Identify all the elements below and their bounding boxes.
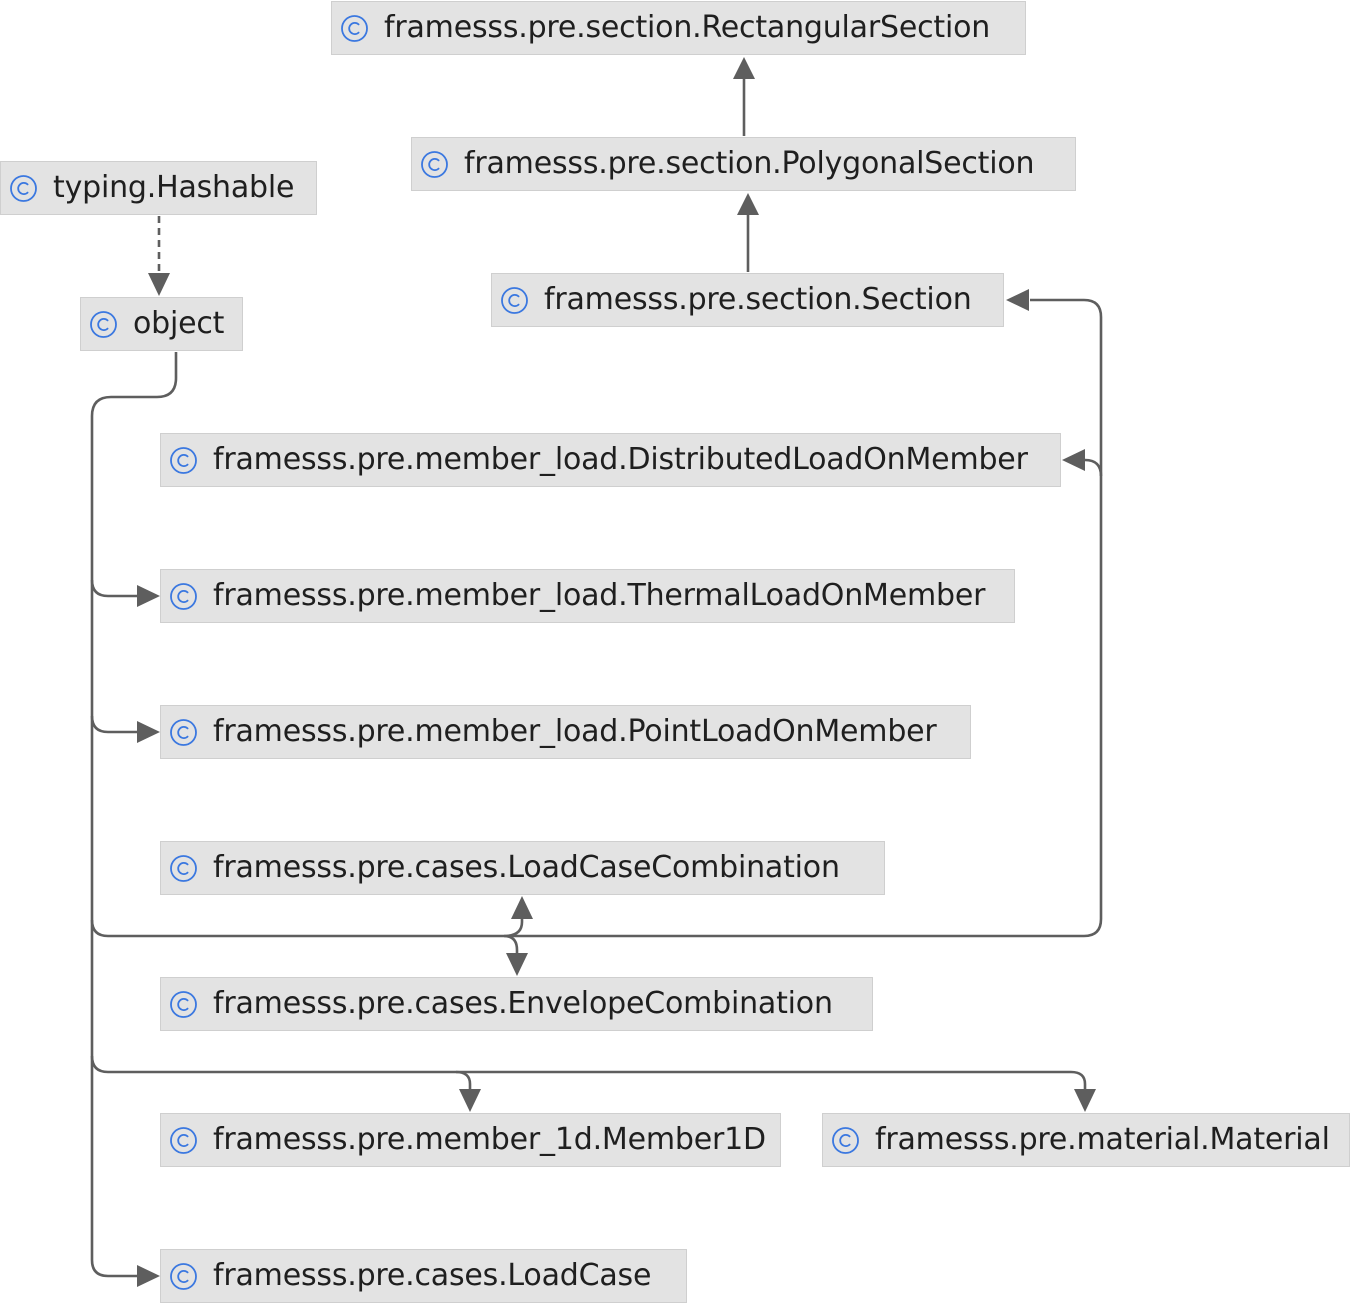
class-node-loadcasecombination[interactable]: framesss.pre.cases.LoadCaseCombination [160, 841, 885, 895]
arrowhead-distributed [1062, 449, 1085, 471]
arrowhead-polygonal [737, 193, 759, 215]
class-node-member1d[interactable]: framesss.pre.member_1d.Member1D [160, 1113, 781, 1167]
class-node-material[interactable]: framesss.pre.material.Material [822, 1113, 1350, 1167]
class-label: object [133, 306, 225, 341]
edge-envelope-to-loadcasecombination [503, 916, 524, 938]
edge-object-to-envelope [90, 919, 519, 956]
arrowhead-loadcase [137, 1265, 160, 1287]
edge-envelope-to-section [510, 298, 1103, 938]
edge-object-to-member1d [455, 1070, 472, 1090]
class-icon [421, 150, 448, 178]
class-icon [170, 1126, 197, 1154]
arrowhead-section [1006, 289, 1029, 311]
class-node-envelopecombination[interactable]: framesss.pre.cases.EnvelopeCombination [160, 977, 873, 1031]
class-node-section[interactable]: framesss.pre.section.Section [491, 273, 1004, 327]
class-label: framesss.pre.cases.EnvelopeCombination [213, 986, 833, 1021]
class-icon [170, 446, 197, 474]
class-label: framesss.pre.section.Section [544, 282, 972, 317]
class-label: framesss.pre.section.RectangularSection [384, 10, 991, 45]
class-node-polygonalsection[interactable]: framesss.pre.section.PolygonalSection [411, 137, 1076, 191]
class-node-hashable[interactable]: typing.Hashable [0, 161, 317, 215]
edge-envelope-to-distributed [1084, 458, 1103, 477]
arrowhead-member1d [459, 1089, 481, 1112]
class-label: framesss.pre.member_1d.Member1D [213, 1122, 766, 1157]
arrowhead-point [137, 721, 160, 743]
class-icon [832, 1126, 859, 1154]
class-icon [341, 14, 368, 42]
class-label: framesss.pre.cases.LoadCase [213, 1258, 652, 1293]
class-node-object[interactable]: object [80, 297, 243, 351]
class-node-pointloadonmember[interactable]: framesss.pre.member_load.PointLoadOnMemb… [160, 705, 971, 759]
edge-object-to-point [90, 715, 140, 734]
arrowhead-thermal [137, 585, 160, 607]
class-icon [10, 174, 37, 202]
class-label: framesss.pre.material.Material [875, 1122, 1330, 1157]
class-node-loadcase[interactable]: framesss.pre.cases.LoadCase [160, 1249, 687, 1303]
class-label: framesss.pre.cases.LoadCaseCombination [213, 850, 840, 885]
class-label: framesss.pre.member_load.DistributedLoad… [213, 442, 1028, 477]
edge-object-trunk [90, 352, 178, 1278]
class-icon [170, 990, 197, 1018]
edge-object-to-thermal [90, 579, 140, 598]
arrowhead-rectangular [733, 57, 755, 79]
class-icon [170, 582, 197, 610]
class-icon [90, 310, 117, 338]
arrowhead-object [148, 273, 170, 296]
class-icon [170, 854, 197, 882]
class-label: framesss.pre.section.PolygonalSection [464, 146, 1035, 181]
class-node-thermalloadonmember[interactable]: framesss.pre.member_load.ThermalLoadOnMe… [160, 569, 1015, 623]
class-label: framesss.pre.member_load.ThermalLoadOnMe… [213, 578, 986, 613]
edge-object-to-member-row [90, 1055, 1087, 1090]
class-label: typing.Hashable [53, 170, 295, 205]
class-icon [170, 1262, 197, 1290]
class-icon [501, 286, 528, 314]
class-node-rectangularsection[interactable]: framesss.pre.section.RectangularSection [331, 1, 1026, 55]
class-label: framesss.pre.member_load.PointLoadOnMemb… [213, 714, 937, 749]
arrowhead-envelope [506, 953, 528, 976]
arrowhead-loadcasecombination [511, 896, 533, 919]
class-icon [170, 718, 197, 746]
class-node-distributedloadonmember[interactable]: framesss.pre.member_load.DistributedLoad… [160, 433, 1061, 487]
arrowhead-material [1074, 1089, 1096, 1112]
